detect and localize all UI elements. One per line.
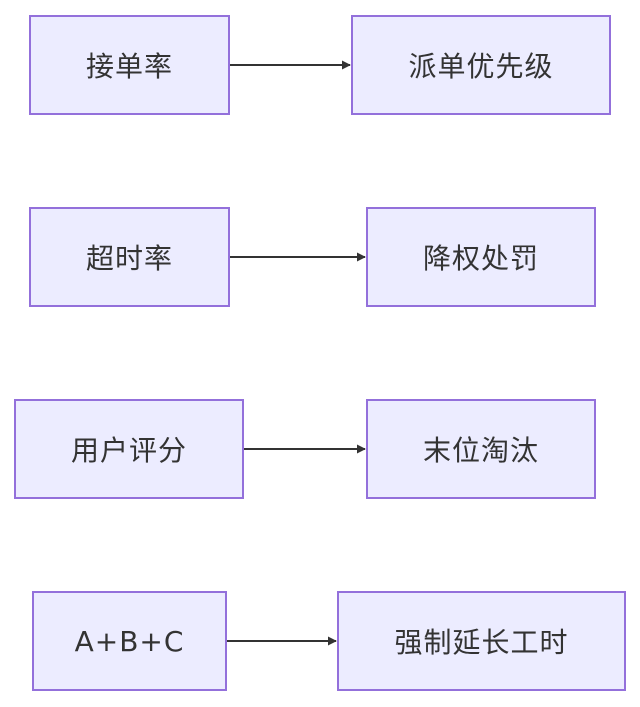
- node-dispatch-priority: 派单优先级: [351, 15, 611, 115]
- node-acceptance-rate: 接单率: [29, 15, 230, 115]
- node-timeout-rate: 超时率: [29, 207, 230, 307]
- node-user-rating: 用户评分: [14, 399, 244, 499]
- node-abc-combined: A+B+C: [32, 591, 227, 691]
- node-forced-overtime: 强制延长工时: [337, 591, 626, 691]
- node-demotion-penalty: 降权处罚: [366, 207, 596, 307]
- node-elimination: 末位淘汰: [366, 399, 596, 499]
